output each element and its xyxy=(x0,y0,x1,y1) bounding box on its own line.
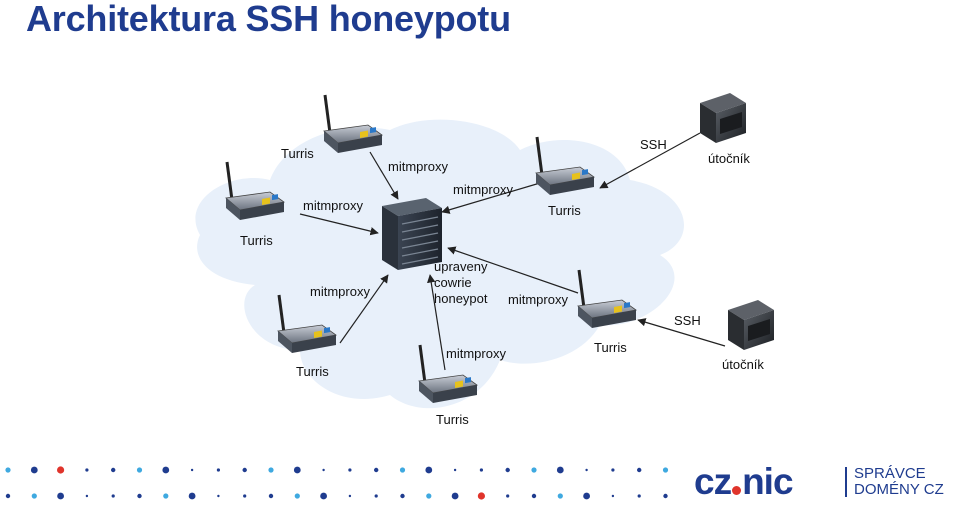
decorative-dot xyxy=(268,493,274,499)
server-label-line1: upraveny xyxy=(434,259,488,274)
decorative-dot xyxy=(399,467,406,473)
decorative-dot xyxy=(425,466,433,474)
slide-title: Architektura SSH honeypotu xyxy=(26,0,511,39)
arrow-icon xyxy=(637,318,726,347)
attacker-device-icon xyxy=(728,300,774,350)
mitmproxy-label: mitmproxy xyxy=(303,198,363,213)
attacker-device-icon xyxy=(700,93,746,143)
decorative-dot xyxy=(531,467,537,473)
attacker-label: útočník xyxy=(708,151,750,166)
decorative-dot xyxy=(479,468,483,472)
decorative-dot xyxy=(163,493,169,499)
logo-separator xyxy=(845,467,847,497)
decorative-dot xyxy=(585,468,588,472)
router-icon xyxy=(322,93,384,155)
attacker-label: útočník xyxy=(722,357,764,372)
decorative-dot xyxy=(293,466,301,474)
decorative-dot xyxy=(85,494,89,498)
mitmproxy-label: mitmproxy xyxy=(453,182,513,197)
decorative-dot xyxy=(294,493,300,499)
turris-label: Turris xyxy=(436,412,469,427)
decorative-dot xyxy=(268,467,274,473)
server-label-line2: cowrie xyxy=(434,275,472,290)
decorative-dot xyxy=(583,492,590,500)
decorative-dot xyxy=(374,467,379,473)
decorative-dot xyxy=(216,468,220,472)
decorative-dot xyxy=(531,493,537,499)
logo-red-dot xyxy=(732,486,742,495)
arrow-icon xyxy=(599,132,701,189)
decorative-dot xyxy=(111,494,115,498)
decorative-dot xyxy=(136,467,143,473)
decorative-dot xyxy=(637,467,642,473)
decorative-dot xyxy=(5,493,11,499)
server-icon xyxy=(381,197,443,271)
decorative-dot xyxy=(506,494,510,498)
arrow-icon xyxy=(369,151,399,200)
turris-label: Turris xyxy=(548,203,581,218)
logo-text-nic: nic xyxy=(742,461,793,502)
decorative-dot xyxy=(400,493,405,499)
decorative-dot xyxy=(31,493,37,499)
mitmproxy-label: mitmproxy xyxy=(508,292,568,307)
decorative-dot xyxy=(217,494,220,498)
arrow-icon xyxy=(441,182,541,214)
decorative-dot xyxy=(348,468,352,472)
decorative-dot xyxy=(556,466,564,474)
ssh-label: SSH xyxy=(640,137,667,152)
decorative-dot xyxy=(611,468,615,472)
connection-lines xyxy=(299,132,726,371)
decorative-dot xyxy=(57,466,65,474)
decorative-dot xyxy=(188,492,196,500)
decorative-dot xyxy=(85,468,89,472)
decorative-dot-pattern xyxy=(5,466,669,500)
decorative-dot xyxy=(348,494,352,498)
decorative-dot xyxy=(162,466,170,474)
decorative-dot xyxy=(374,494,378,498)
logo-text-cz: cz xyxy=(694,461,732,502)
decorative-dot xyxy=(451,492,459,500)
server-label-line3: honeypot xyxy=(434,291,488,306)
decorative-dot xyxy=(662,467,669,473)
decorative-dot xyxy=(137,493,142,499)
decorative-dot xyxy=(637,494,641,498)
arrow-icon xyxy=(299,213,379,236)
decorative-dot xyxy=(320,492,327,500)
decorative-dot xyxy=(477,492,485,500)
decorative-dot xyxy=(57,492,64,500)
mitmproxy-label: mitmproxy xyxy=(310,284,370,299)
arrow-icon xyxy=(427,274,446,371)
turris-label: Turris xyxy=(594,340,627,355)
decorative-dot xyxy=(111,467,116,473)
mitmproxy-label: mitmproxy xyxy=(388,159,448,174)
logo-subtitle-line2: DOMÉNY CZ xyxy=(854,481,944,498)
decorative-dot xyxy=(505,467,510,473)
decorative-dot xyxy=(453,468,457,472)
mitmproxy-label: mitmproxy xyxy=(446,346,506,361)
logo-subtitle: SPRÁVCE DOMÉNY CZ xyxy=(854,466,944,498)
arrow-icon xyxy=(339,274,389,344)
decorative-dot xyxy=(611,494,615,498)
decorative-dot xyxy=(426,493,432,499)
decorative-dot xyxy=(663,493,668,499)
decorative-dot xyxy=(243,494,247,498)
decorative-dot xyxy=(190,468,194,472)
decorative-dot xyxy=(5,467,11,473)
decorative-dot xyxy=(557,493,563,499)
decorative-dot xyxy=(322,468,325,472)
turris-label: Turris xyxy=(296,364,329,379)
decorative-dot xyxy=(30,466,38,474)
turris-label: Turris xyxy=(281,146,314,161)
decorative-dot xyxy=(242,467,247,473)
arrow-icon xyxy=(447,246,579,294)
turris-label: Turris xyxy=(240,233,273,248)
ssh-label: SSH xyxy=(674,313,701,328)
logo-subtitle-line1: SPRÁVCE xyxy=(854,465,926,482)
